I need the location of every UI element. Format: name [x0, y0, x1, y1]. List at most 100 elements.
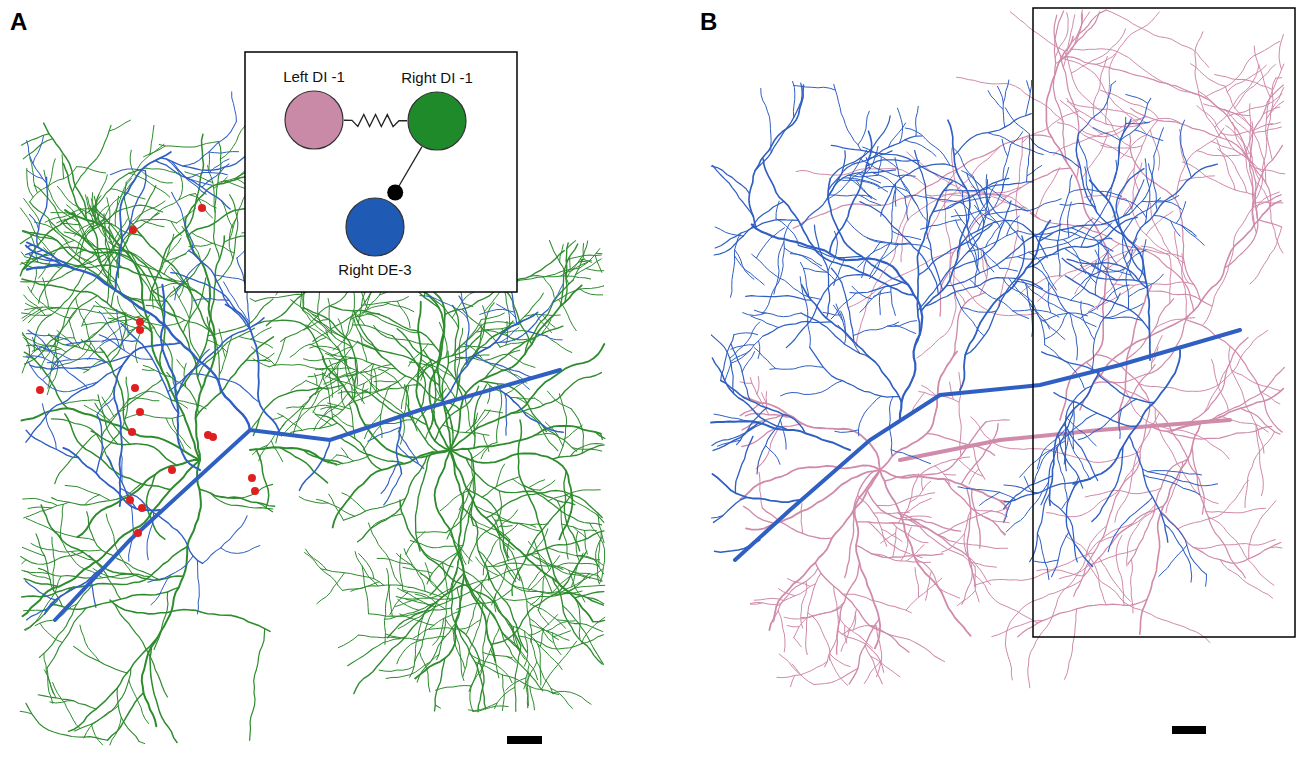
neurite-branch: [22, 333, 29, 355]
neurite-branch: [150, 125, 154, 155]
neurite-branch: [350, 303, 388, 319]
neurite-branch: [749, 85, 804, 228]
neurite-branch: [1218, 149, 1247, 193]
neuron-soma: [346, 198, 404, 256]
neurite-branch: [1064, 424, 1098, 480]
neurite-branch: [466, 458, 575, 505]
neurite-branch: [864, 659, 881, 683]
neurite-branch: [1055, 13, 1068, 58]
neurite-branch: [548, 284, 563, 310]
neurite-branch: [505, 394, 507, 436]
neurite-branch: [953, 201, 1011, 269]
neurite-branch: [740, 382, 752, 383]
neurite-branch: [370, 383, 405, 415]
neurite-branch: [403, 567, 432, 573]
neurite-branch: [45, 570, 100, 614]
neurite-branch: [801, 581, 807, 628]
neurite-branch: [787, 579, 810, 587]
neurite-branch: [280, 447, 328, 482]
neurite-branch: [580, 289, 603, 295]
neurite-branch: [905, 498, 931, 513]
neurite-branch: [1006, 482, 1048, 532]
neurite-branch: [359, 554, 374, 579]
synapse-marker: [126, 496, 134, 504]
neurite-branch: [374, 325, 434, 345]
neurite-branch: [322, 373, 332, 420]
neurite-branch: [497, 304, 516, 318]
neurite-branch: [1106, 10, 1209, 67]
neurite-branch: [560, 244, 577, 306]
neurite-branch: [815, 563, 909, 652]
neurite-branch: [563, 606, 604, 665]
neurite-branch: [935, 466, 950, 484]
neurite-branch: [475, 506, 542, 531]
neurite-branch: [500, 327, 519, 342]
neurite-branch: [31, 269, 36, 292]
neurite-branch: [1036, 168, 1060, 216]
neurite-branch: [302, 405, 343, 410]
neurite-branch: [1146, 211, 1173, 235]
neurite-branch: [259, 422, 286, 461]
neurite-branch: [172, 161, 206, 194]
neurite-branch: [457, 589, 512, 609]
neurite-branch: [252, 445, 267, 454]
neurite-branch: [978, 185, 1004, 231]
neurite-branch: [27, 242, 74, 268]
neurite-branch: [1123, 198, 1161, 235]
neurite-branch: [25, 581, 55, 600]
neurite-branch: [1004, 476, 1053, 509]
neurite-branch: [208, 153, 210, 171]
neurite-branch: [494, 525, 509, 558]
neurite-branch: [253, 359, 269, 367]
neurite-branch: [61, 223, 79, 224]
neurite-branch: [780, 420, 786, 449]
neurite-branch: [339, 437, 404, 464]
neurite-branch: [1092, 293, 1120, 370]
neurite-branch: [540, 480, 555, 490]
neurite-branch: [1245, 432, 1275, 508]
neurite-branch: [1232, 122, 1262, 172]
neurite-branch: [459, 493, 464, 510]
neurite-branch: [195, 194, 212, 218]
neurite-branch: [1116, 535, 1124, 605]
neurite-branch: [306, 325, 331, 341]
neurite-branch: [328, 298, 332, 334]
neurite-branch: [1067, 98, 1182, 127]
synapse-marker: [136, 318, 144, 326]
neurite-branch: [1173, 338, 1249, 431]
neurite-branch: [1101, 145, 1142, 148]
neurite-branch: [108, 693, 144, 740]
neurite-branch: [917, 243, 961, 357]
neurite-branch: [475, 413, 478, 425]
neurite-branch: [80, 625, 100, 661]
neurite-branch: [1023, 111, 1080, 143]
neurite-branch: [1279, 34, 1283, 69]
neurite-branch: [117, 309, 125, 350]
neurite-branch: [203, 516, 248, 563]
neurite-branch: [151, 575, 171, 605]
neurite-branch: [47, 668, 53, 703]
panel-label: B: [700, 10, 717, 34]
neuron-label: Right DI -1: [401, 70, 473, 87]
neurite-branch: [130, 150, 134, 173]
neurite-branch: [35, 604, 77, 626]
neurite-branch: [905, 140, 936, 156]
neurite-branch: [867, 238, 931, 250]
synapse-marker: [251, 487, 259, 495]
neurite-branch: [43, 278, 49, 307]
neurite-branch: [397, 637, 445, 664]
neurite-branch: [715, 220, 798, 248]
neurite-branch: [126, 491, 134, 561]
neurite-branch: [868, 522, 922, 558]
neurite-branch: [120, 488, 202, 563]
neurite-branch: [446, 496, 474, 533]
neurite-branch: [835, 430, 859, 433]
neurite-branch: [480, 309, 515, 314]
neurite-branch: [21, 134, 49, 145]
neurite-branch: [1057, 175, 1072, 251]
neurite-branch: [171, 273, 236, 311]
neurite-branch: [342, 493, 366, 511]
neurite-branch: [525, 531, 604, 555]
neurite-branch: [328, 455, 337, 463]
synapse-marker: [129, 226, 137, 234]
